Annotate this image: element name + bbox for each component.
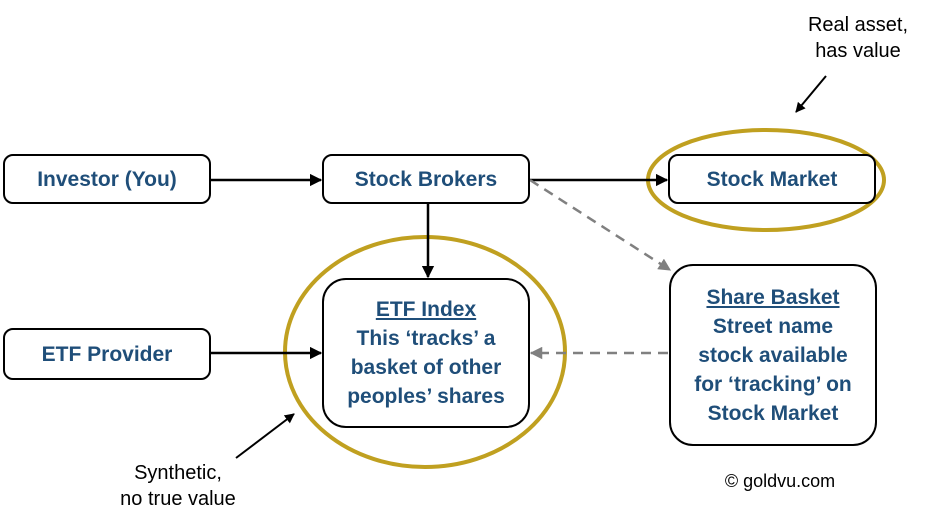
etf-index-title: ETF Index (375, 298, 477, 321)
etf-provider-label: ETF Provider (41, 342, 173, 366)
synthetic-note: Synthetic, no true value (98, 460, 258, 512)
share-basket-line: Stock Market (707, 401, 839, 425)
share-basket-title: Share Basket (706, 285, 840, 309)
real-asset-note-line: Real asset, (807, 14, 909, 36)
investor-box: Investor (You) (3, 154, 211, 204)
etf-index-box: ETF Index This ‘tracks’ a basket of othe… (322, 278, 530, 428)
stock-brokers-label: Stock Brokers (354, 167, 498, 191)
real-asset-note-line: has value (815, 40, 901, 62)
stock-market-label: Stock Market (706, 167, 838, 191)
share-basket-line: Street name (712, 314, 834, 338)
copyright-text: © goldvu.com (724, 471, 836, 491)
etf-provider-box: ETF Provider (3, 328, 211, 380)
copyright-note: © goldvu.com (700, 468, 860, 494)
synthetic-note-line: Synthetic, (134, 462, 222, 484)
real-asset-pointer-arrow (795, 75, 827, 113)
etf-index-line: peoples’ shares (347, 385, 505, 408)
share-basket-line: stock available (698, 343, 848, 367)
investor-label: Investor (You) (37, 167, 177, 191)
real-asset-note: Real asset, has value (778, 12, 938, 64)
share-basket-box: Share Basket Street name stock available… (669, 264, 877, 446)
stock-market-box: Stock Market (668, 154, 876, 204)
brokers-to-share-basket-dashed-arrow (529, 178, 672, 272)
etf-index-line: basket of other (350, 356, 502, 379)
etf-index-line: This ‘tracks’ a (356, 327, 496, 350)
synthetic-pointer-arrow (235, 413, 295, 459)
synthetic-note-line: no true value (120, 488, 236, 510)
share-basket-line: for ‘tracking’ on (694, 372, 852, 396)
stock-brokers-box: Stock Brokers (322, 154, 530, 204)
